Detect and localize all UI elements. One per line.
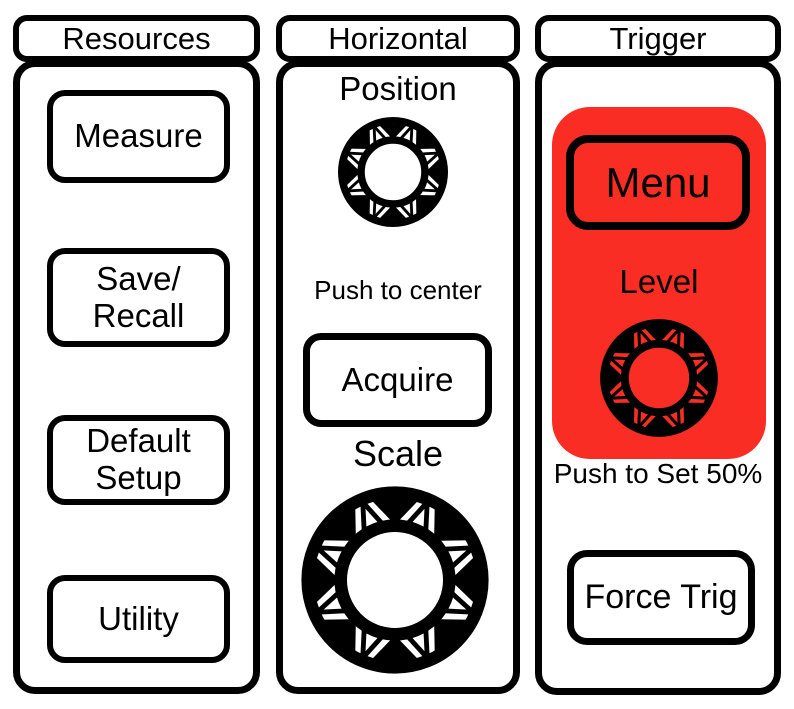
position-hint: Push to center [314,275,482,305]
level-label: Level [619,263,699,300]
scale-knob-icon[interactable] [298,483,492,677]
resources-title: Resources [62,20,211,56]
trigger-red-zone: Menu Level [552,107,766,459]
measure-button[interactable]: Measure [47,90,230,183]
level-hint: Push to Set 50% [553,458,763,489]
save-recall-button[interactable]: Save/ Recall [47,248,230,347]
resources-header: Resources [13,15,260,62]
position-knob-icon[interactable] [336,115,450,229]
trigger-panel: Trigger Menu Level Push to Set 50% Force… [535,15,781,695]
acquire-button[interactable]: Acquire [303,333,492,427]
horizontal-header: Horizontal [276,15,520,62]
default-setup-button[interactable]: Default Setup [47,415,230,505]
resources-panel: Resources Measure Save/ Recall Default S… [13,15,260,694]
trigger-title: Trigger [609,20,707,56]
trigger-menu-button[interactable]: Menu [566,135,750,230]
horizontal-panel: Horizontal Position Push to center Acqui… [276,15,520,694]
force-trig-button[interactable]: Force Trig [567,550,755,645]
utility-button[interactable]: Utility [47,575,230,663]
horizontal-title: Horizontal [328,20,468,56]
scale-label: Scale [352,433,444,474]
position-label: Position [339,70,457,107]
level-knob-icon[interactable] [598,317,720,439]
trigger-header: Trigger [535,15,781,62]
